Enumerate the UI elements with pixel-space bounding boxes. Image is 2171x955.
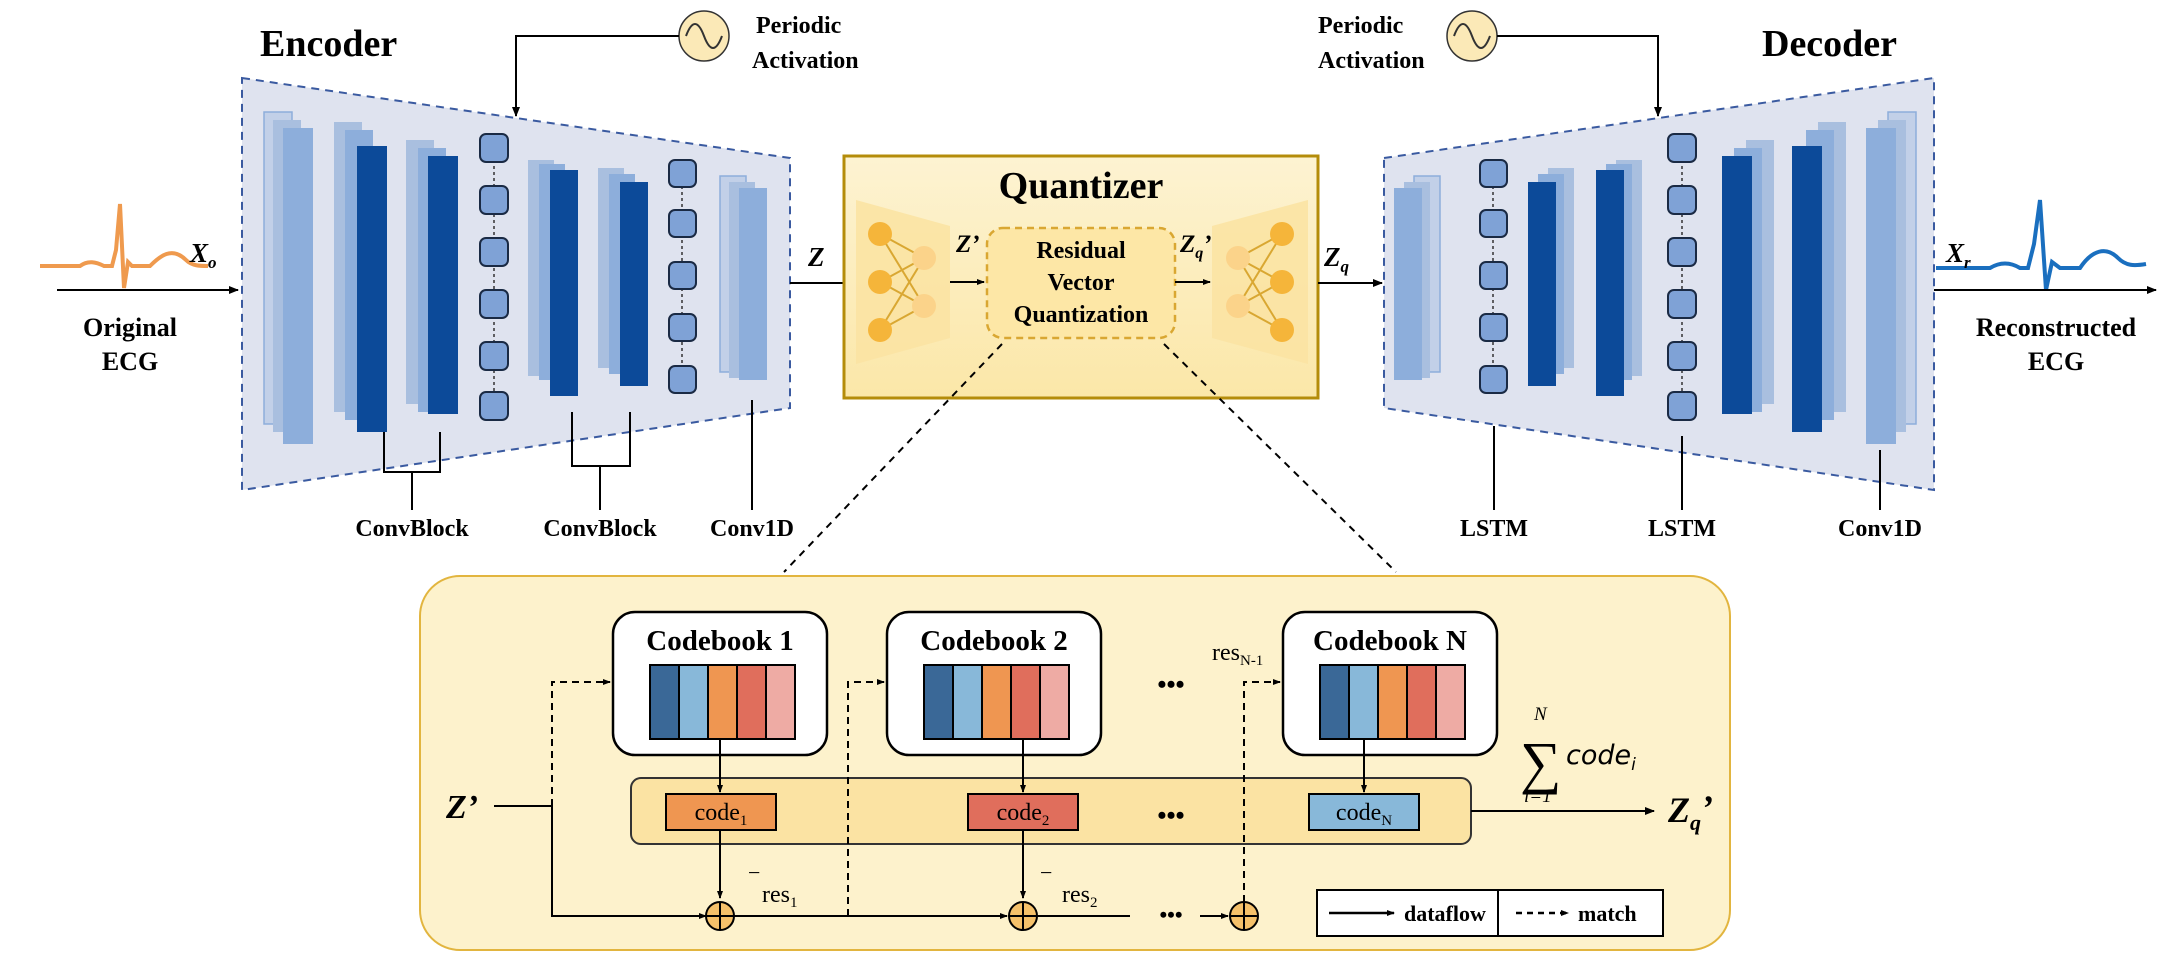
rvq-zprime-input: Z’ [445, 789, 478, 826]
rvq-label-2: Vector [1047, 270, 1114, 296]
zoom-line-right [1163, 343, 1397, 573]
periodic-label-line1: Periodic [756, 13, 842, 39]
code-1-label: code1 [695, 800, 748, 829]
encoder-periodic-activation: Periodic Activation [512, 10, 859, 117]
rvq-output-label: Zq’ [1667, 788, 1713, 835]
reconstructed-ecg-waveform [1936, 199, 2147, 291]
adder-1 [705, 901, 735, 931]
zoom-line-left [783, 343, 1003, 573]
res-2-label: res2 [1062, 882, 1097, 911]
input-x-label: Xo [189, 238, 217, 272]
z-prime-label: Z’ [955, 231, 980, 258]
encoder-node-chain-2 [668, 159, 697, 394]
convblock-label-1: ConvBlock [355, 516, 469, 542]
encoder-bars [263, 111, 767, 444]
quantizer-title: Quantizer [999, 165, 1164, 207]
sum-lower-limit: i=1 [1524, 786, 1552, 807]
encoder-panel [241, 76, 791, 492]
periodic-arrow [512, 35, 679, 117]
original-ecg-label-2: ECG [102, 347, 158, 376]
encoder-node-chain-1 [479, 133, 509, 421]
quantizer-section: Quantizer Z’ Residual Vector Quantizatio… [783, 154, 1397, 573]
original-ecg-label-1: Original [83, 313, 177, 342]
decoder-bars [1394, 111, 1917, 444]
codebook-1: Codebook 1 [611, 610, 829, 757]
code-2-box [967, 793, 1079, 831]
periodic-label-line2-dec: Activation [1318, 48, 1425, 74]
minus-1: − [748, 860, 760, 885]
decoder-section: Decoder Periodic Activation [1318, 10, 2157, 542]
decoder-panel [1383, 76, 1935, 492]
convblock-label-2: ConvBlock [543, 516, 657, 542]
conv1d-label-encoder: Conv1D [710, 516, 794, 542]
code-1-box [665, 793, 777, 831]
lstm-label-1: LSTM [1460, 516, 1528, 542]
res-1-label: res1 [762, 882, 797, 911]
zq-label: Zq [1323, 242, 1350, 276]
codebook-n-title: Codebook N [1313, 625, 1467, 657]
codebook-1-title: Codebook 1 [646, 625, 793, 657]
conv-bar-dark [357, 146, 387, 432]
res-n-1-label: resN-1 [1212, 640, 1263, 669]
periodic-label-line2: Activation [752, 48, 859, 74]
original-ecg-waveform [40, 203, 209, 289]
sum-symbol: ∑ [1520, 730, 1561, 795]
output-x-label: Xr [1945, 238, 1971, 272]
lstm-label-2: LSTM [1648, 516, 1716, 542]
z-label: Z [807, 242, 825, 272]
codebook-ellipsis: ••• [1157, 670, 1184, 699]
legend-match-label: match [1578, 901, 1637, 926]
sum-upper-limit: N [1533, 704, 1548, 725]
encoder-title: Encoder [260, 23, 397, 65]
output-projection-net [1212, 200, 1308, 364]
decoder-title: Decoder [1762, 23, 1897, 65]
legend-dataflow-label: dataflow [1404, 901, 1486, 926]
zq-prime-label: Zq’ [1179, 231, 1212, 262]
adder-ellipsis: ••• [1159, 902, 1182, 927]
codebook-n: Codebook N [1281, 610, 1499, 757]
code-ellipsis: ••• [1157, 801, 1184, 830]
adder-2 [1008, 901, 1038, 931]
recon-ecg-label-1: Reconstructed [1976, 313, 2137, 342]
encoder-section: Encoder Periodic Activation [40, 10, 859, 542]
codebook-2: Codebook 2 [885, 610, 1103, 757]
adder-n-1 [1229, 901, 1259, 931]
recon-ecg-label-2: ECG [2028, 347, 2084, 376]
code-2-label: code2 [997, 800, 1050, 829]
code-n-label: codeN [1336, 800, 1392, 829]
decoder-node-chain-2 [1667, 133, 1697, 421]
decoder-periodic-activation: Periodic Activation [1318, 10, 1662, 117]
conv1d-label-decoder: Conv1D [1838, 516, 1922, 542]
rvq-label-1: Residual [1036, 238, 1126, 264]
decoder-node-chain-1 [1479, 159, 1508, 394]
legend: dataflow match [1316, 889, 1664, 937]
codebook-2-title: Codebook 2 [920, 625, 1067, 657]
rvq-detail-panel: Codebook 1 Codebook 2 Codebook N [419, 575, 1731, 951]
rvq-label-3: Quantization [1014, 302, 1149, 328]
sum-term: codei [1566, 740, 1636, 775]
code-n-box [1308, 793, 1420, 831]
input-projection-net [856, 200, 950, 364]
periodic-label-line1-dec: Periodic [1318, 13, 1404, 39]
minus-2: − [1040, 860, 1052, 885]
